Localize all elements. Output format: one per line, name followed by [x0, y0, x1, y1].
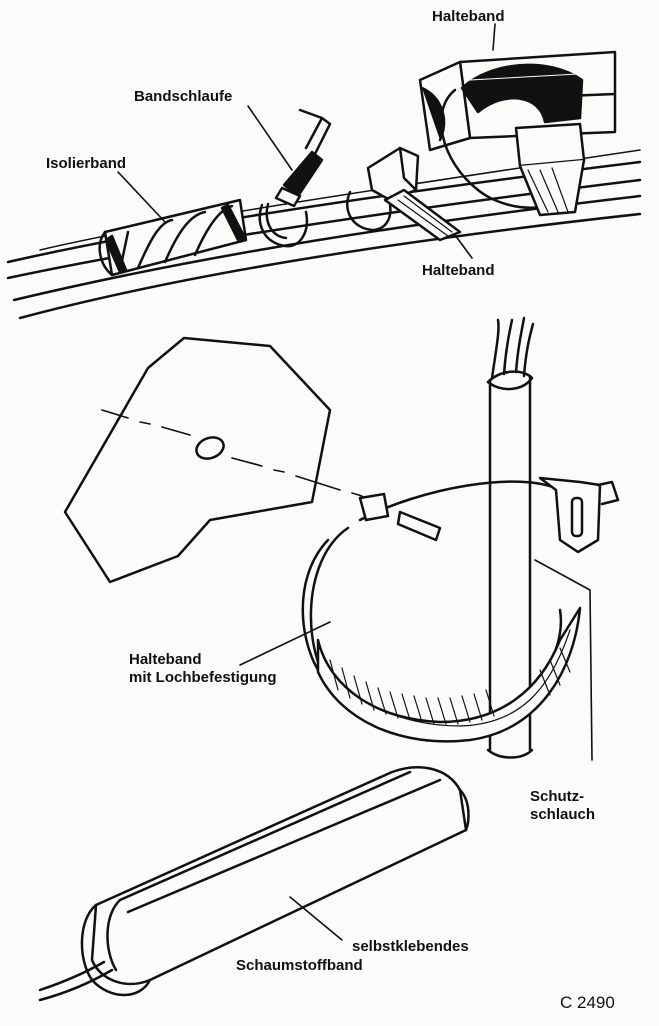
label-bandschlaufe: Bandschlaufe [134, 88, 233, 105]
label-schaumstoff-line2: Schaumstoffband [236, 957, 363, 974]
label-schaumstoff-line1: selbstklebendes [352, 938, 469, 955]
schutzschlauch-hose [486, 316, 535, 759]
label-halteband-loch-line2: mit Lochbefestigung [129, 669, 277, 686]
leader-lines-top [117, 23, 496, 259]
label-schutzschlauch-line2: schlauch [530, 806, 596, 823]
isolierband-wrap [98, 198, 248, 277]
cable-bundle [6, 149, 642, 320]
leader-lines-bottom [289, 896, 343, 941]
label-isolierband: Isolierband [46, 155, 127, 172]
bandschlaufe-tie [258, 108, 332, 248]
halteband-tie-mid [346, 146, 462, 242]
mounting-plate [63, 336, 363, 584]
label-schutzschlauch-line1: Schutz- [530, 788, 585, 805]
halteband-tie-top [440, 63, 586, 217]
halteband-loop-strap [301, 476, 620, 743]
leader-lines-mid [239, 559, 593, 761]
label-halteband-mid: Halteband [422, 262, 495, 279]
label-halteband-loch-line1: Halteband [129, 651, 202, 668]
schaumstoffband-strip [38, 766, 470, 1002]
figure-code: C 2490 [560, 993, 615, 1012]
label-halteband-top: Halteband [432, 8, 505, 25]
